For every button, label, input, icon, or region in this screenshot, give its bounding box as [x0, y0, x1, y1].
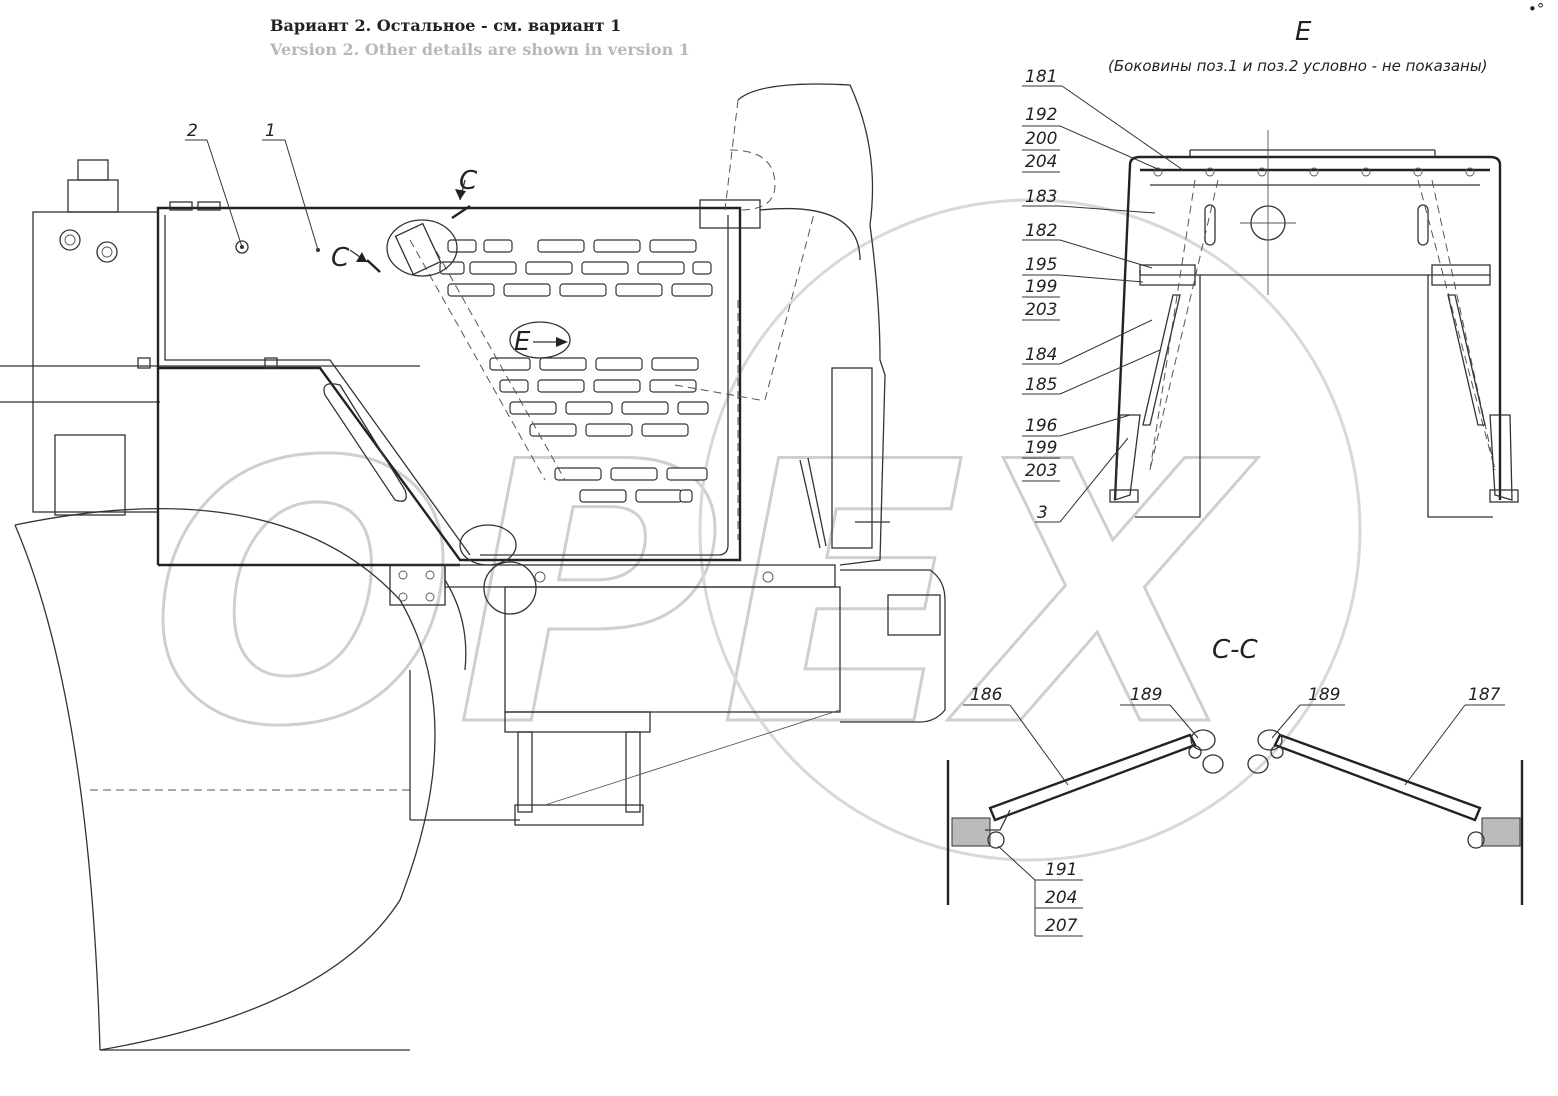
view-e: E (Боковины поз.1 и поз.2 условно - не п… — [1022, 17, 1519, 523]
callout-203-b: 203 — [1025, 461, 1057, 481]
callout-189-right: 189 — [1308, 685, 1340, 705]
callout-2: 2 — [187, 121, 198, 141]
callout-183: 183 — [1025, 187, 1057, 207]
section-marker-c-left: C — [331, 243, 350, 273]
callout-191: 191 — [1045, 860, 1077, 880]
view-e-title: E — [1295, 17, 1312, 47]
callout-186: 186 — [970, 685, 1003, 705]
view-e-note: (Боковины поз.1 и поз.2 условно - не пок… — [1108, 57, 1488, 75]
callout-199-b: 199 — [1025, 438, 1057, 458]
view-e-leaders — [1022, 85, 1184, 523]
callout-1: 1 — [265, 121, 276, 141]
view-e-bolts — [1153, 167, 1475, 177]
svg-text:ОРЕХ: ОРЕХ — [150, 386, 1258, 805]
callout-204-cc: 204 — [1045, 888, 1077, 908]
callout-182: 182 — [1025, 221, 1057, 241]
callout-207: 207 — [1045, 916, 1078, 936]
drawing-title-ru: Вариант 2. Остальное - см. вариант 1 — [270, 16, 622, 35]
callout-204-e: 204 — [1025, 152, 1057, 172]
callout-196: 196 — [1025, 416, 1058, 436]
callout-203-a: 203 — [1025, 300, 1057, 320]
callout-195: 195 — [1025, 255, 1057, 275]
callout-181: 181 — [1025, 67, 1057, 87]
watermark: ОРЕХ — [149, 198, 1362, 862]
callout-184: 184 — [1025, 345, 1057, 365]
section-cc-leaders — [963, 704, 1505, 937]
section-cc-title: C-C — [1212, 635, 1259, 665]
callout-3: 3 — [1037, 503, 1048, 523]
callout-192: 192 — [1025, 105, 1057, 125]
drawing-title-en: Version 2. Other details are shown in ve… — [270, 40, 690, 59]
section-cc: C-C 186 189 189 187 — [946, 635, 1524, 937]
vent-slots — [439, 239, 713, 503]
callout-187: 187 — [1468, 685, 1501, 705]
callout-185: 185 — [1025, 375, 1057, 395]
callout-189-left: 189 — [1130, 685, 1162, 705]
view-marker-e: E — [514, 327, 531, 357]
section-marker-c-right: C — [459, 166, 478, 196]
corner-mark: •° — [1528, 0, 1544, 18]
callout-200: 200 — [1025, 129, 1057, 149]
callout-199-a: 199 — [1025, 277, 1057, 297]
main-side-view: 2 1 C C E — [0, 83, 946, 1051]
